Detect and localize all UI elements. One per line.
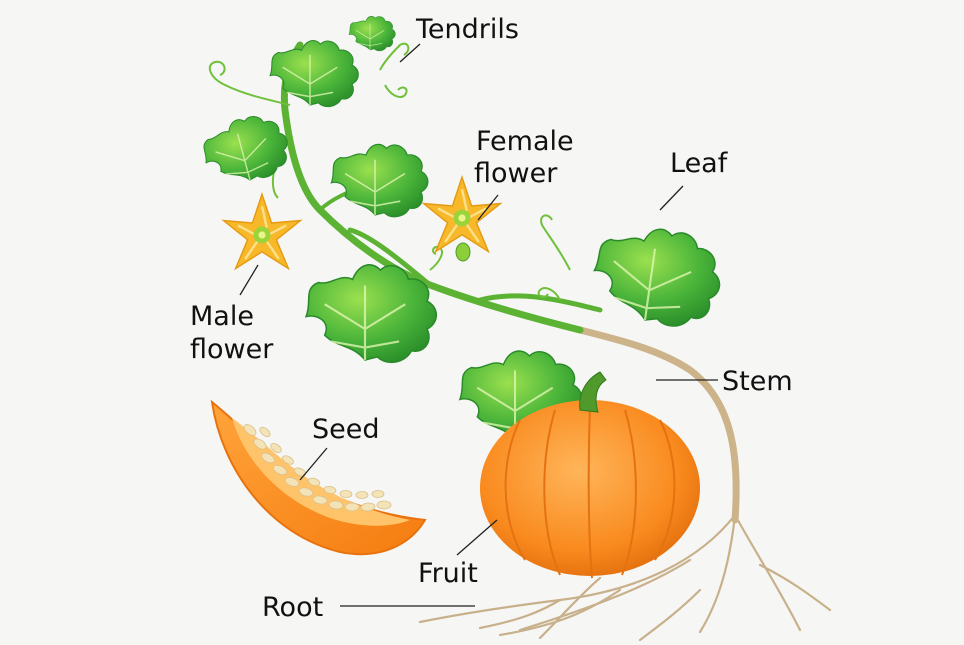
label-root: Root [262,592,323,623]
leader-seed [300,448,327,480]
label-stem: Stem [722,366,793,397]
male-flower [224,194,301,268]
label-fruit: Fruit [418,558,478,589]
leader-fruit [457,520,497,555]
leader-leaf [660,186,683,210]
female-flower [424,177,501,261]
leader-tendrils [400,44,420,62]
label-female-flower-line2: flower [474,158,558,189]
label-male-flower-line1: Male [190,301,254,332]
label-tendrils: Tendrils [415,14,519,45]
label-seed: Seed [312,414,380,445]
labels: Tendrils Female flower Leaf Male flower … [190,14,793,623]
label-female-flower-line1: Female [476,126,574,157]
label-leaf: Leaf [670,148,729,179]
label-male-flower-line2: flower [190,334,274,365]
leader-male-flower [240,265,258,295]
